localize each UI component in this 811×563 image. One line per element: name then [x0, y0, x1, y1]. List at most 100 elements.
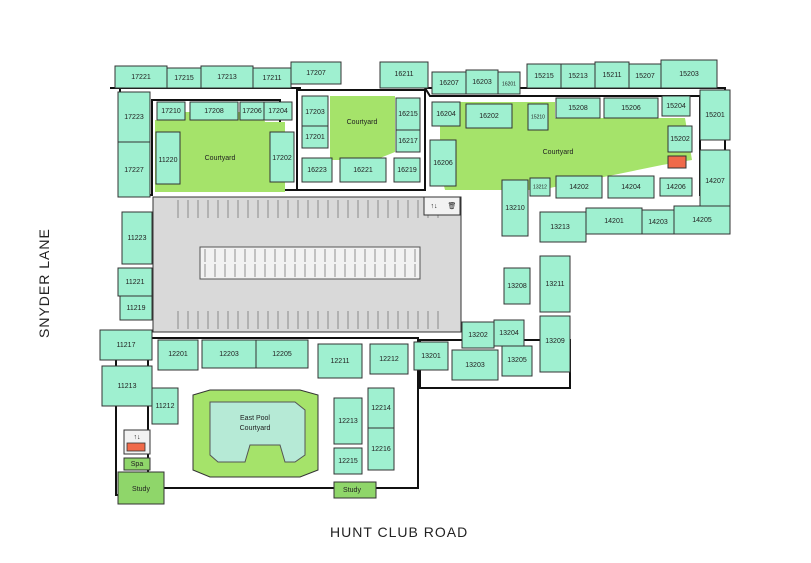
- unit-12215[interactable]: [333, 447, 363, 475]
- unit-16223[interactable]: [301, 157, 333, 183]
- unit-label: 14207: [705, 178, 725, 185]
- unit-15204[interactable]: [661, 95, 691, 117]
- unit-16202[interactable]: [465, 103, 513, 129]
- unit-17204[interactable]: [263, 101, 293, 121]
- unit-13211[interactable]: [539, 255, 571, 313]
- unit-17203[interactable]: [301, 95, 329, 127]
- unit-label: 15210: [531, 114, 545, 120]
- unit-14201[interactable]: [585, 207, 643, 235]
- unit-12213[interactable]: [333, 397, 363, 445]
- unit-15206[interactable]: [603, 97, 659, 119]
- unit-15201[interactable]: [699, 89, 731, 141]
- unit-13205[interactable]: [501, 345, 533, 377]
- unit-label: 16203: [472, 79, 492, 86]
- unit-17201[interactable]: [301, 125, 329, 149]
- unit-13213[interactable]: [539, 211, 587, 243]
- unit-12201[interactable]: [157, 339, 199, 371]
- unit-label: 11217: [117, 342, 136, 349]
- unit-16204[interactable]: [431, 101, 461, 127]
- unit-12214[interactable]: [367, 387, 395, 429]
- study-west[interactable]: [117, 471, 165, 505]
- unit-16206[interactable]: [429, 139, 457, 187]
- unit-14206[interactable]: [659, 177, 693, 197]
- unit-label: 16202: [479, 113, 499, 120]
- study-east-label: Study: [343, 487, 361, 494]
- unit-11217[interactable]: [99, 329, 153, 361]
- unit-11219[interactable]: [119, 295, 153, 321]
- parking-elevator[interactable]: [423, 196, 461, 216]
- unit-label: 14204: [621, 184, 641, 191]
- unit-label: 14206: [666, 184, 686, 191]
- unit-label: 12205: [272, 351, 292, 358]
- unit-label: 16201: [502, 81, 516, 87]
- unit-13208[interactable]: [503, 267, 531, 305]
- unit-label: 16207: [439, 80, 459, 87]
- unit-label: 15215: [534, 73, 554, 80]
- unit-13212[interactable]: [529, 177, 551, 197]
- unit-16219[interactable]: [393, 157, 421, 183]
- unit-label: 16215: [398, 111, 418, 118]
- unit-15202[interactable]: [667, 125, 693, 153]
- utility-room-east: [667, 155, 687, 169]
- unit-label: 11212: [156, 403, 175, 410]
- unit-14207[interactable]: [699, 149, 731, 213]
- unit-16215[interactable]: [395, 97, 421, 131]
- unit-label: 14201: [604, 218, 624, 225]
- unit-14202[interactable]: [555, 175, 603, 199]
- unit-15210[interactable]: [527, 103, 549, 131]
- unit-14205[interactable]: [673, 205, 731, 235]
- unit-13204[interactable]: [493, 319, 525, 347]
- unit-13209[interactable]: [539, 315, 571, 373]
- unit-11212[interactable]: [151, 387, 179, 425]
- unit-16211[interactable]: [379, 61, 429, 89]
- unit-label: 13205: [507, 357, 527, 364]
- unit-17210[interactable]: [156, 101, 186, 121]
- unit-14204[interactable]: [607, 175, 655, 199]
- unit-17227[interactable]: [117, 141, 151, 198]
- unit-label: 12203: [219, 351, 239, 358]
- unit-label: 11213: [118, 383, 137, 390]
- unit-label: 14205: [692, 217, 712, 224]
- unit-11213[interactable]: [101, 365, 153, 407]
- unit-17208[interactable]: [189, 101, 239, 121]
- unit-12216[interactable]: [367, 427, 395, 471]
- unit-16203[interactable]: [465, 69, 499, 95]
- spa[interactable]: [123, 457, 151, 471]
- unit-label: 17207: [306, 70, 326, 77]
- unit-17207[interactable]: [290, 61, 342, 85]
- unit-label: 11219: [127, 305, 146, 312]
- courtyard-west-label: Courtyard: [205, 155, 236, 162]
- parking-elevator-icon: ↑↓: [431, 203, 438, 210]
- unit-label: 12215: [338, 458, 358, 465]
- unit-11221[interactable]: [117, 267, 153, 297]
- unit-15203[interactable]: [660, 59, 718, 89]
- unit-label: 15201: [705, 112, 725, 119]
- unit-13201[interactable]: [413, 341, 449, 371]
- study-east[interactable]: [333, 481, 377, 499]
- road-label-hunt-club: HUNT CLUB ROAD: [330, 524, 469, 540]
- unit-16221[interactable]: [339, 157, 387, 183]
- unit-17202[interactable]: [269, 131, 295, 183]
- pool-deck: [209, 401, 306, 463]
- unit-15207[interactable]: [628, 63, 662, 89]
- courtyard-pool-label-1: East Pool: [240, 415, 270, 422]
- spa-label: Spa: [131, 461, 144, 468]
- unit-12211[interactable]: [317, 343, 363, 379]
- unit-15211[interactable]: [594, 61, 630, 89]
- unit-12205[interactable]: [255, 339, 309, 369]
- unit-11220[interactable]: [155, 131, 181, 185]
- unit-label: 17215: [174, 75, 194, 82]
- unit-label: 17203: [305, 109, 325, 116]
- unit-label: 15203: [679, 71, 699, 78]
- unit-16201[interactable]: [497, 71, 521, 95]
- unit-13203[interactable]: [451, 349, 499, 381]
- unit-11223[interactable]: [121, 211, 153, 265]
- unit-13210[interactable]: [501, 179, 529, 237]
- unit-label: 15211: [603, 72, 622, 79]
- unit-15215[interactable]: [526, 63, 562, 89]
- unit-12212[interactable]: [369, 343, 409, 375]
- courtyard-center: [330, 96, 395, 160]
- unit-15208[interactable]: [555, 97, 601, 119]
- unit-13202[interactable]: [461, 321, 495, 349]
- unit-label: 13209: [545, 338, 565, 345]
